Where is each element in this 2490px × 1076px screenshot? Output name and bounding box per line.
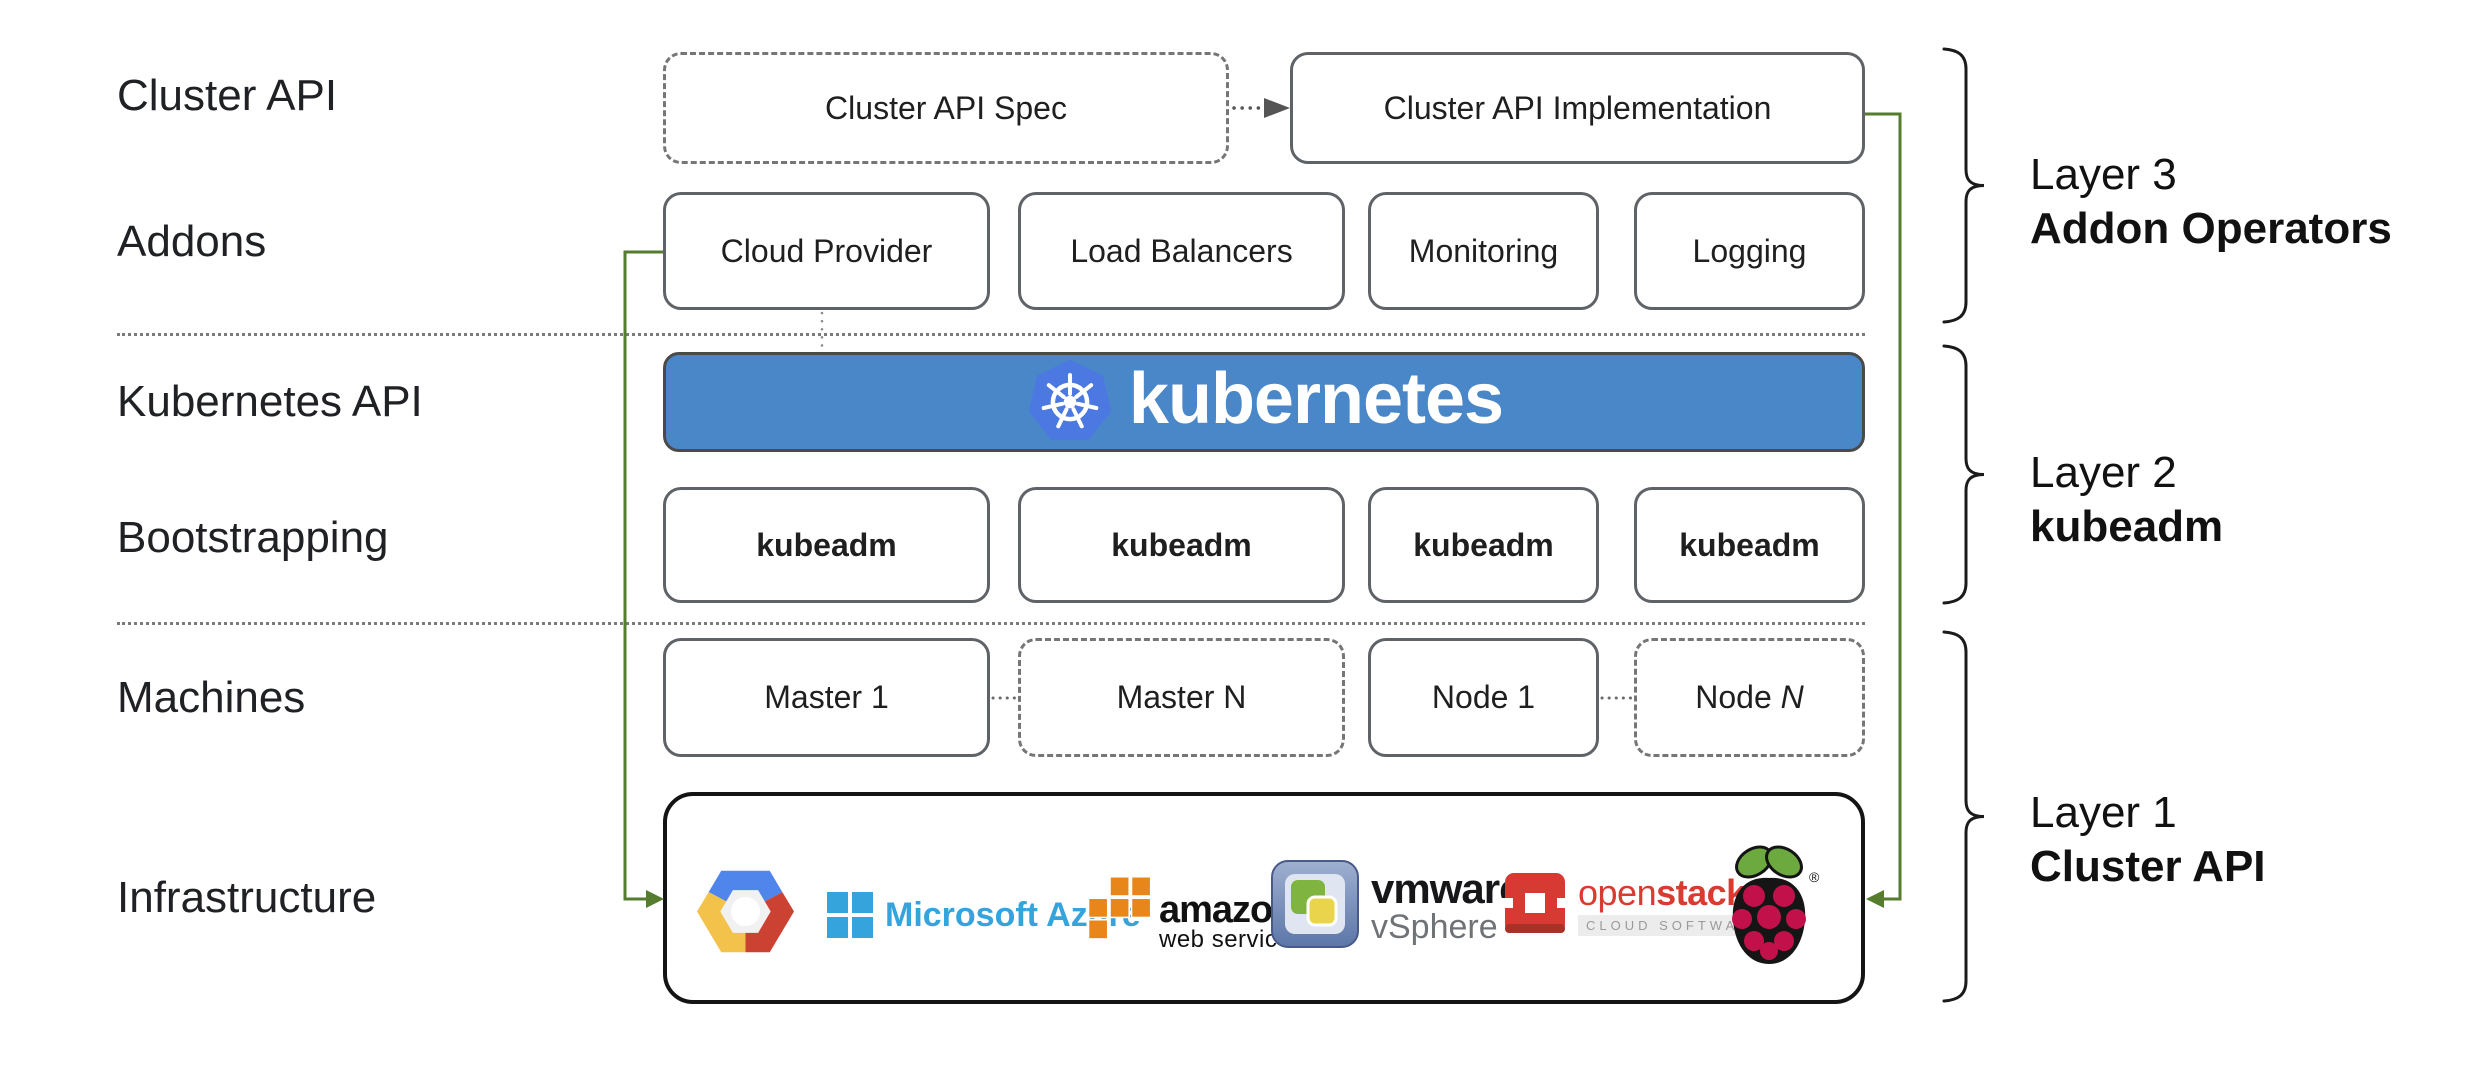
kubeadm-box-1: kubeadm [663, 487, 990, 603]
aws-boxes-icon [1087, 876, 1152, 940]
cloud-provider-label: Cloud Provider [720, 232, 933, 269]
machine-box-node-1: Node 1 [1368, 638, 1599, 757]
openstack-square-icon [1502, 873, 1568, 933]
cluster-api-implementation-box: Cluster API Implementation [1290, 52, 1865, 164]
green-arrowhead-left [646, 890, 664, 908]
row-label-machines: Machines [117, 673, 306, 722]
logging-label: Logging [1692, 232, 1807, 269]
spec-to-impl-arrowhead [1264, 98, 1290, 118]
node-n-label: Node N [1695, 679, 1804, 715]
layer-2-title: Layer 2 [2030, 448, 2177, 497]
vmware-vsphere-logo: vmware® vSphere [1271, 860, 1532, 948]
layer-1-bracket [1942, 630, 1985, 1003]
kubeadm-label-3: kubeadm [1413, 526, 1554, 563]
google-cloud-logo [697, 858, 794, 965]
infrastructure-box: Microsoft Azure amazon web services [663, 792, 1865, 1004]
green-arrowhead-right [1866, 890, 1884, 908]
layer-1-label: Layer 1 Cluster API [2030, 786, 2266, 894]
kubeadm-box-3: kubeadm [1368, 487, 1599, 603]
row-label-infrastructure: Infrastructure [117, 873, 377, 922]
row-label-cluster-api: Cluster API [117, 71, 338, 120]
monitoring-label: Monitoring [1408, 232, 1559, 269]
layer-2-subtitle: kubeadm [2030, 502, 2224, 551]
vsphere-tile-icon [1271, 860, 1359, 948]
layer-1-subtitle: Cluster API [2030, 842, 2266, 891]
kubeadm-box-4: kubeadm [1634, 487, 1865, 603]
kubeadm-label-1: kubeadm [756, 526, 897, 563]
node-1-label: Node 1 [1431, 679, 1536, 715]
raspberry-icon: ® [1732, 845, 1820, 964]
cluster-api-spec-label: Cluster API Spec [825, 89, 1067, 126]
cluster-api-spec-box: Cluster API Spec [663, 52, 1229, 164]
kubernetes-wordmark: kubernetes [1128, 359, 1504, 439]
kubeadm-box-2: kubeadm [1018, 487, 1345, 603]
separator-addons-kubernetes [117, 333, 1865, 336]
separator-bootstrapping-machines [117, 622, 1865, 625]
machine-box-node-n: Node N [1634, 638, 1865, 757]
openstack-cloud-software-text: CLOUD SOFTWARE [1578, 915, 1773, 936]
row-label-bootstrapping: Bootstrapping [117, 513, 389, 562]
master-1-label: Master 1 [764, 679, 889, 715]
kubeadm-label-2: kubeadm [1111, 526, 1252, 563]
vmware-text: vmware® [1371, 865, 1532, 912]
green-connector-left [623, 250, 663, 901]
kubernetes-banner: kubernetes [663, 352, 1865, 452]
row-label-kubernetes-api: Kubernetes API [117, 377, 423, 426]
machine-box-master-1: Master 1 [663, 638, 990, 757]
layer-3-label: Layer 3 Addon Operators [2030, 148, 2392, 256]
row-label-addons: Addons [117, 217, 267, 266]
layer-2-bracket [1942, 344, 1985, 605]
google-cloud-hexagon-icon [697, 870, 794, 953]
kubernetes-helm-icon [1028, 359, 1112, 441]
layer-2-label: Layer 2 kubeadm [2030, 446, 2223, 554]
machine-box-master-n: Master N [1018, 638, 1345, 757]
layer-3-title: Layer 3 [2030, 150, 2177, 199]
vsphere-text: vSphere [1371, 908, 1498, 946]
addon-box-monitoring: Monitoring [1368, 192, 1599, 310]
windows-flag-icon [827, 892, 873, 938]
kubeadm-label-4: kubeadm [1679, 526, 1820, 563]
cluster-api-implementation-label: Cluster API Implementation [1383, 89, 1772, 126]
vmware-wordmark: vmware® vSphere [1371, 863, 1532, 946]
layer-3-bracket [1942, 47, 1985, 324]
rpi-registered-mark: ® [1809, 869, 1820, 885]
addon-box-logging: Logging [1634, 192, 1865, 310]
load-balancers-label: Load Balancers [1070, 232, 1293, 269]
layer-3-subtitle: Addon Operators [2030, 204, 2392, 253]
green-connector-right [1865, 112, 1902, 901]
layer-1-title: Layer 1 [2030, 788, 2177, 837]
master-n-label: Master N [1116, 679, 1247, 715]
addon-box-cloud-provider: Cloud Provider [663, 192, 990, 310]
addon-box-load-balancers: Load Balancers [1018, 192, 1345, 310]
raspberry-pi-logo: ® [1723, 838, 1821, 972]
